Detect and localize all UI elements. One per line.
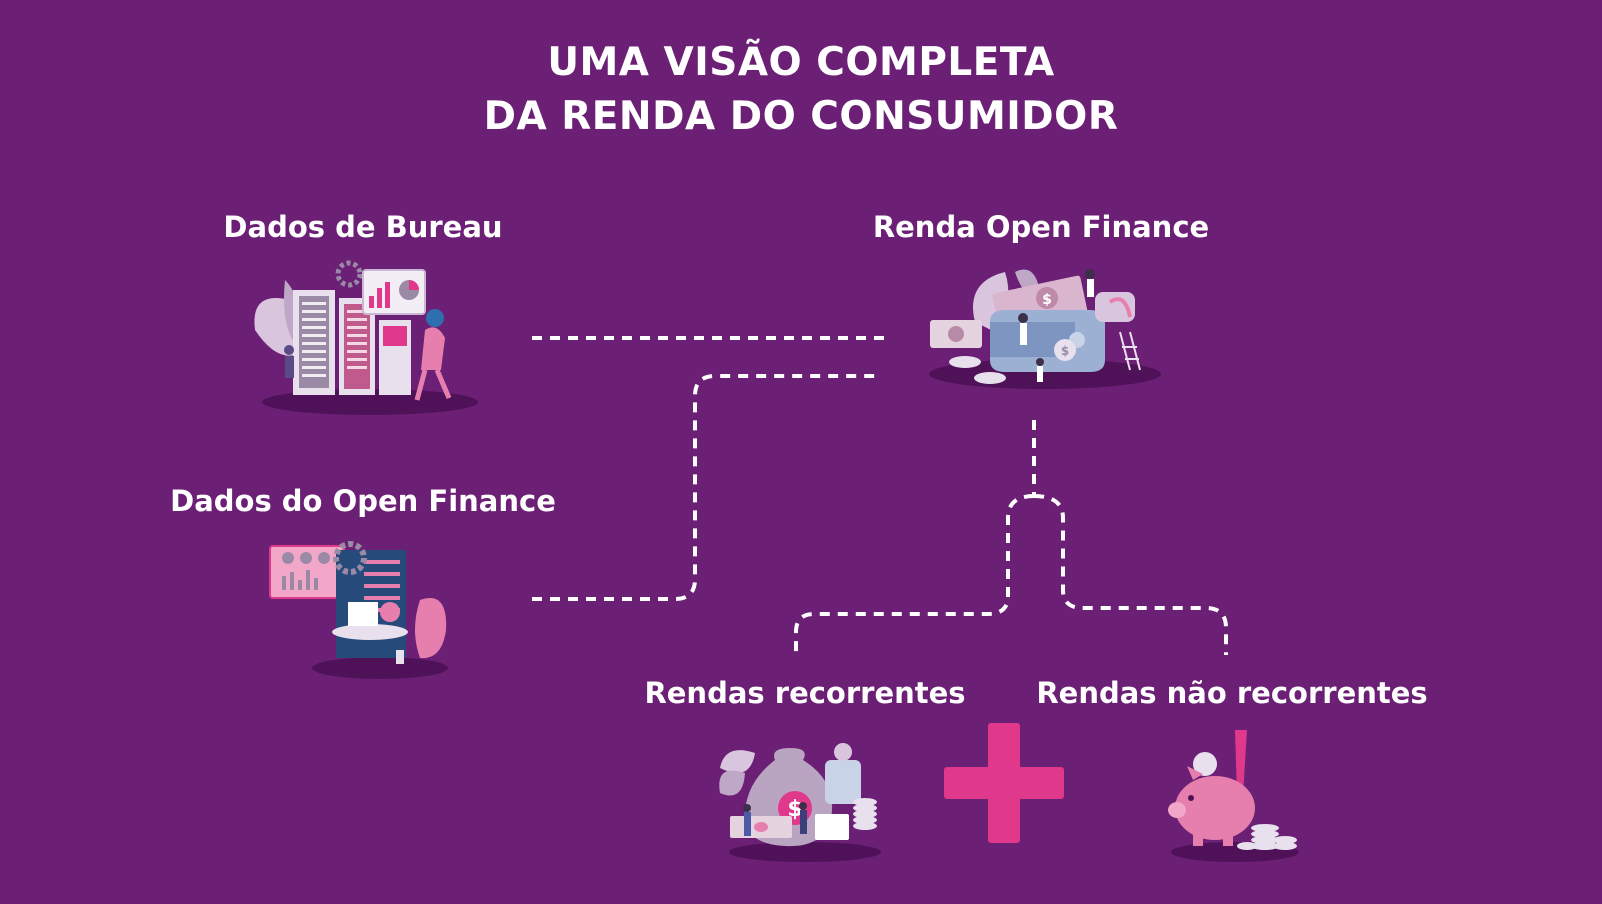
- label-rendas-recorrentes: Rendas recorrentes: [644, 676, 966, 710]
- title-line-1: UMA VISÃO COMPLETA: [547, 40, 1055, 85]
- server-analytics-illustration: [254, 260, 478, 415]
- plus-icon: [944, 723, 1064, 843]
- piggy-bank-illustration: [1168, 730, 1299, 862]
- connector-openfinance-to-income: [532, 374, 880, 601]
- label-renda-open-finance: Renda Open Finance: [872, 210, 1210, 244]
- title-line-2: DA RENDA DO CONSUMIDOR: [483, 94, 1119, 139]
- label-rendas-nao-recorrentes: Rendas não recorrentes: [1036, 676, 1428, 710]
- connector-to-recurring: [794, 494, 1035, 655]
- label-dados-de-bureau: Dados de Bureau: [223, 210, 503, 244]
- page-title: UMA VISÃO COMPLETA DA RENDA DO CONSUMIDO…: [0, 36, 1602, 144]
- wallet-money-illustration: $ $: [929, 269, 1161, 389]
- svg-text:$: $: [1042, 292, 1052, 308]
- money-bag-illustration: $: [719, 743, 881, 862]
- svg-text:$: $: [787, 797, 802, 822]
- connector-to-non-recurring: [1033, 494, 1228, 655]
- label-dados-do-open-finance: Dados do Open Finance: [170, 484, 556, 518]
- data-dashboard-illustration: [269, 541, 448, 679]
- svg-text:$: $: [1061, 344, 1069, 358]
